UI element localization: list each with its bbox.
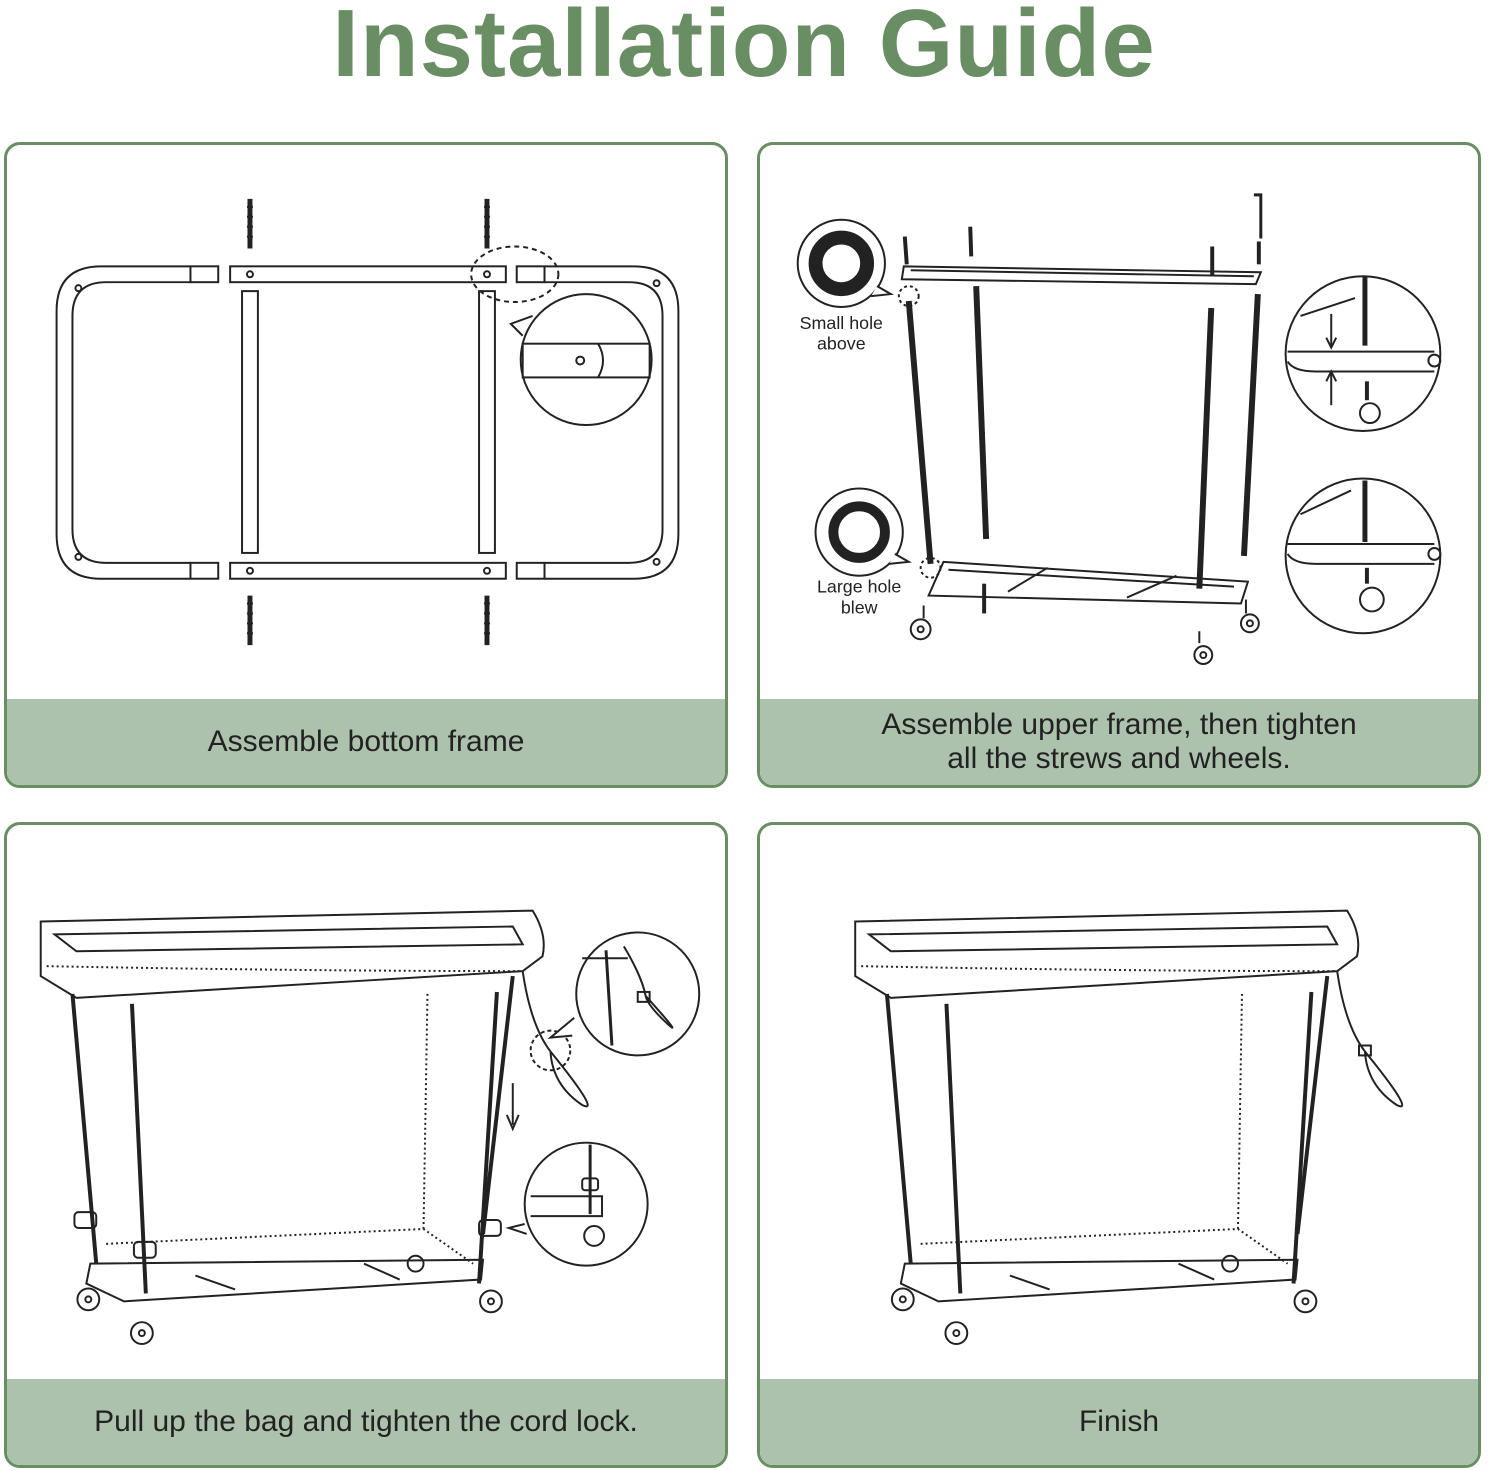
small-hole-label-line1: Small hole	[800, 313, 883, 333]
step-4-caption: Finish	[760, 1379, 1478, 1465]
large-hole-label-line2: blew	[841, 597, 878, 617]
screw-icon	[484, 198, 490, 249]
wheel-icon	[1193, 631, 1214, 665]
small-hole-label-line2: above	[817, 334, 866, 354]
wheel-icon	[909, 605, 932, 641]
wheel-icon	[890, 1287, 915, 1312]
detail-callout-cord	[547, 931, 701, 1057]
detail-callout-top	[1284, 275, 1442, 432]
large-hole-label-line1: Large hole	[817, 577, 901, 597]
screw-icon	[484, 595, 490, 646]
finished-hamper-illustration	[854, 909, 1404, 1345]
step-2-caption: Assemble upper frame, then tighten all t…	[760, 699, 1478, 785]
wheel-icon	[406, 1254, 425, 1273]
detail-callout-bottom	[1284, 477, 1442, 635]
screw-icon	[246, 198, 253, 249]
upper-frame-illustration: Small hole above Large hole blew	[796, 193, 1442, 665]
wheel-icon	[76, 1287, 101, 1312]
wheel-icon	[1239, 599, 1260, 634]
step-3-caption: Pull up the bag and tighten the cord loc…	[7, 1379, 725, 1465]
step-1-caption: Assemble bottom frame	[7, 699, 725, 785]
step-1-panel: Assemble bottom frame	[4, 142, 728, 788]
wheel-icon	[129, 1321, 154, 1345]
step-4-panel: Finish	[757, 822, 1481, 1468]
wheel-icon	[944, 1321, 969, 1345]
screw-icon	[246, 595, 253, 646]
bottom-frame-illustration	[55, 198, 680, 646]
wheel-icon	[479, 1289, 503, 1314]
wheel-icon	[1221, 1254, 1239, 1273]
step-2-panel: Small hole above Large hole blew	[757, 142, 1481, 788]
step-3-panel: Pull up the bag and tighten the cord loc…	[4, 822, 728, 1468]
small-hole-icon	[796, 218, 895, 308]
page-title: Installation Guide	[332, 0, 1156, 97]
wheel-icon	[1293, 1289, 1318, 1314]
large-hole-icon	[814, 487, 912, 577]
detail-callout-clip	[505, 1141, 649, 1267]
bag-illustration	[39, 909, 701, 1345]
